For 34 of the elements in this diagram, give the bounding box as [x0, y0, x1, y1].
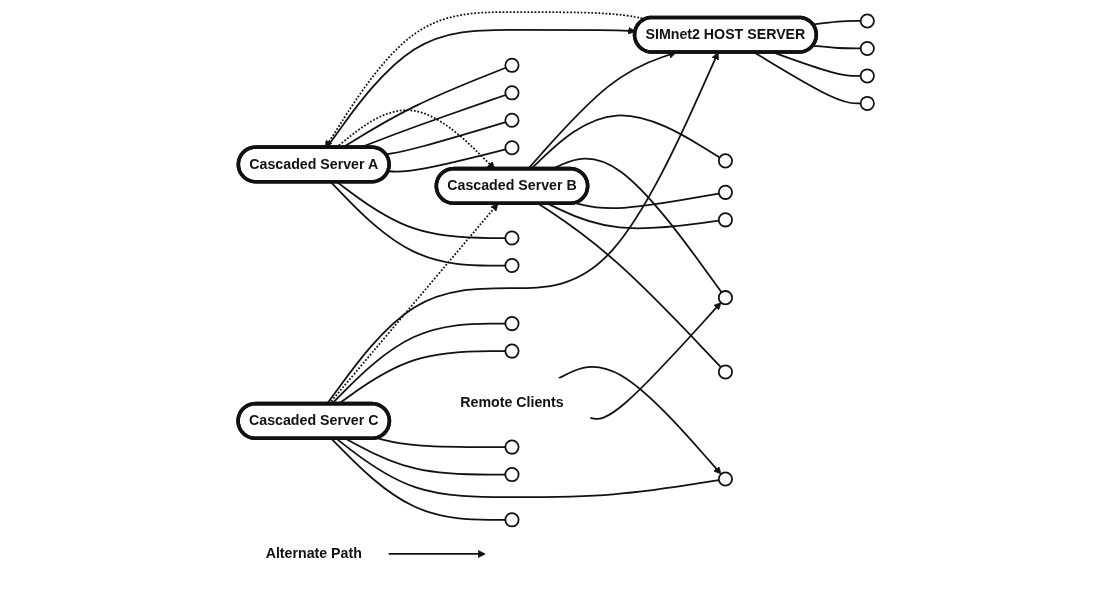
node-circle: [504, 315, 520, 331]
node-circle: [718, 289, 734, 305]
node-circle: [718, 152, 734, 168]
node-text: Remote Clients: [460, 393, 565, 409]
connector: [335, 437, 721, 498]
node-circle: [860, 95, 876, 111]
node-circle: [504, 257, 520, 273]
connector: [330, 437, 507, 521]
node-circle: [718, 363, 734, 379]
node-circle: [718, 471, 734, 487]
node-circle: [504, 84, 520, 100]
node-circle: [504, 439, 520, 455]
node-circle: [718, 184, 734, 200]
node-circle: [860, 12, 876, 28]
node-circle: [504, 112, 520, 128]
arrow: [558, 365, 722, 474]
connector: [387, 148, 507, 173]
node-circle: [504, 343, 520, 359]
arrow: [388, 549, 487, 558]
node-circle: [718, 211, 734, 227]
node-circle: [504, 230, 520, 246]
node-circle: [504, 57, 520, 73]
connector: [537, 202, 723, 368]
connector: [376, 436, 507, 448]
node-circle: [860, 67, 876, 83]
node-circle: [504, 139, 520, 155]
arrow: [589, 301, 722, 420]
node-circle: [860, 40, 876, 56]
node-text: Alternate Path: [266, 545, 363, 561]
connector: [345, 437, 507, 475]
node-circle: [504, 511, 520, 527]
connector: [753, 51, 862, 104]
node-circle: [504, 466, 520, 482]
connector: [547, 202, 721, 229]
